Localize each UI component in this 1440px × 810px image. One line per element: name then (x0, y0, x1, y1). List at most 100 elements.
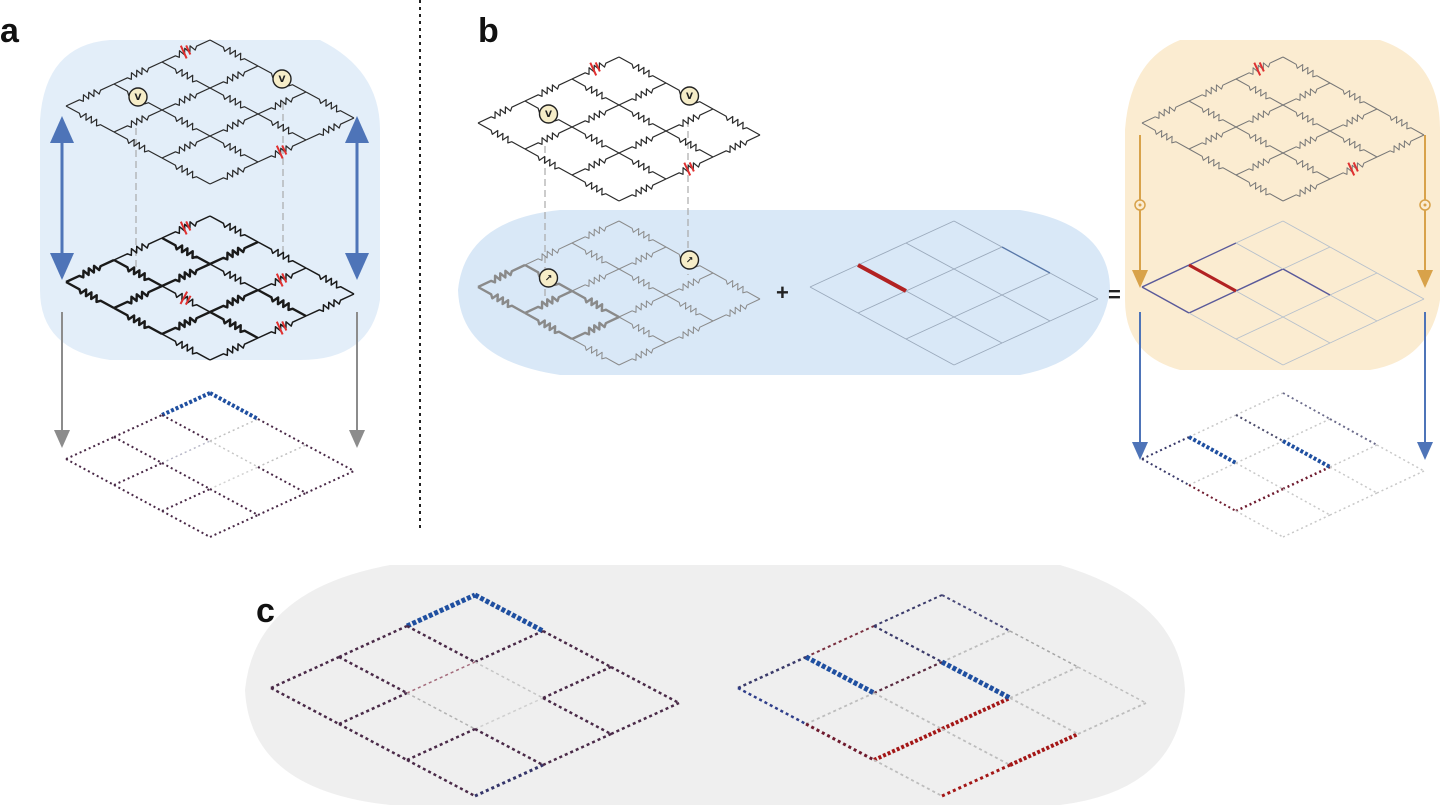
grid-edge (1235, 338, 1284, 366)
grid-edge (1282, 294, 1331, 318)
panel-a-blue-hexagon (40, 40, 380, 360)
grid-edge (873, 759, 943, 797)
resistor-edge (209, 288, 259, 314)
resistor-edge (161, 39, 211, 63)
grid-edge (1049, 298, 1099, 322)
resistor-edge (209, 113, 259, 137)
grid-edge (1329, 418, 1378, 446)
grid-edge (473, 592, 545, 634)
grid-edge (113, 462, 163, 486)
grid-edge (542, 696, 612, 736)
panel-b-label: b (478, 12, 499, 50)
grid-edge (804, 654, 876, 696)
grid-edge (474, 763, 544, 798)
plus-operator: + (776, 280, 789, 305)
grid-edge (1235, 462, 1284, 490)
grid-edge (542, 629, 612, 669)
resistor-edge (618, 104, 667, 132)
resistor-edge (1329, 82, 1378, 110)
grid-edge (737, 686, 807, 726)
grid-edge (209, 514, 259, 538)
grid-edge (161, 440, 211, 464)
grid-edge (161, 488, 211, 512)
voltage-source-icon (179, 44, 192, 59)
resistor-edge (571, 242, 620, 270)
grid-edge (270, 655, 340, 690)
resistor-edge (571, 268, 620, 292)
resistor-edge (161, 285, 211, 313)
panel-b-left-orange-dot-center (1138, 203, 1142, 207)
grid-edge (941, 763, 1011, 798)
resistor-edge (618, 130, 667, 154)
resistor-edge (161, 135, 211, 159)
panel-a-top-voltmeter-right-symbol: V (279, 75, 286, 85)
grid-edge (305, 444, 355, 472)
panel-c-label: c (256, 592, 275, 630)
resistor-edge (665, 156, 714, 180)
grid-edge (805, 722, 875, 762)
resistor-edge (618, 246, 667, 270)
grid-edge (1009, 666, 1079, 699)
grid-edge (1188, 484, 1237, 512)
grid-edge (905, 316, 955, 340)
resistor-edge (113, 131, 163, 159)
grid-edge (1188, 290, 1237, 314)
grid-edge (338, 722, 408, 762)
resistor-edge (113, 237, 163, 261)
grid-edge (1141, 458, 1190, 486)
grid-edge (1376, 272, 1425, 300)
voltage-source-icon (683, 161, 695, 176)
panel-b-top-voltmeter-right: V (679, 86, 700, 106)
grid-edge (406, 727, 476, 762)
grid-edge (857, 263, 907, 293)
resistor-edge (477, 100, 526, 124)
grid-edge (905, 268, 955, 292)
resistor-edge (571, 56, 620, 80)
grid-edge (953, 342, 1003, 366)
grid-edge (1282, 488, 1331, 516)
resistor-edge (1188, 148, 1237, 176)
grid-edge (1235, 392, 1284, 416)
resistor-edge (65, 258, 115, 284)
grid-edge (338, 624, 408, 659)
resistor-edge (113, 306, 163, 336)
grid-edge (953, 268, 1003, 296)
resistor-edge (1282, 130, 1331, 154)
panel-a-bottom-circuit (65, 215, 355, 361)
resistor-edge (65, 105, 115, 133)
resistor-edge (1282, 178, 1331, 202)
resistor-edge (618, 220, 667, 248)
resistor-edge (1235, 104, 1284, 128)
grid-edge (941, 696, 1011, 731)
grid-edge (1235, 268, 1284, 292)
resistor-edge (1188, 100, 1237, 128)
grid-edge (1049, 272, 1099, 300)
grid-edge (1188, 462, 1237, 486)
resistor-edge (305, 117, 355, 141)
grid-edge (873, 660, 943, 695)
grid-edge (1009, 732, 1079, 767)
grid-edge (953, 316, 1003, 344)
panel-b-mid-ammeter-right: ↗ (679, 250, 700, 270)
grid-edge (873, 625, 943, 663)
grid-edge (161, 462, 211, 490)
grid-edge (1329, 246, 1378, 274)
voltage-source-icon (179, 291, 192, 306)
grid-edge (1376, 470, 1425, 494)
resistor-edge (524, 126, 573, 150)
grid-edge (953, 220, 1003, 248)
panel-b-top-voltmeter-right-symbol: V (686, 92, 693, 102)
grid-edge (474, 697, 544, 730)
grid-edge (161, 391, 211, 417)
grid-edge (474, 727, 544, 767)
resistor-edge (257, 267, 307, 291)
grid-edge (610, 701, 680, 736)
resistor-edge (618, 294, 667, 318)
resistor-edge (209, 65, 259, 89)
resistor-edge (209, 310, 259, 340)
resistor-edge (477, 122, 526, 150)
grid-edge (406, 758, 476, 798)
grid-edge (1235, 242, 1284, 270)
grid-edge (1329, 492, 1378, 516)
